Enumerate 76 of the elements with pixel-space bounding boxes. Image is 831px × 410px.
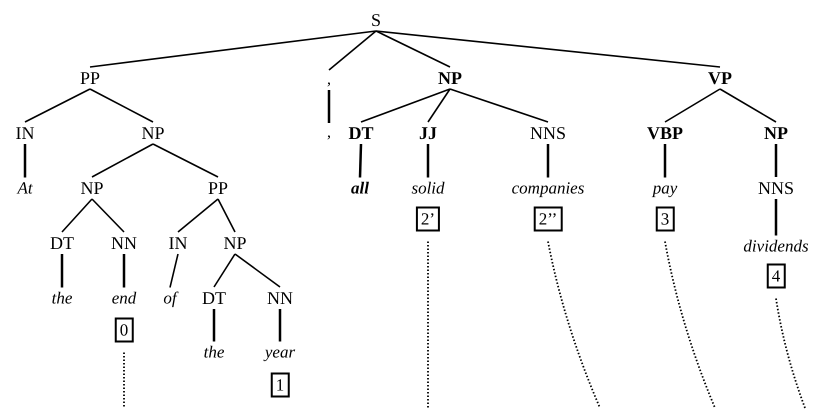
category-label: VBP: [647, 124, 683, 142]
category-label: S: [371, 11, 381, 29]
category-label: NP: [80, 179, 104, 197]
tree-branch: [24, 88, 90, 123]
tree-branch: [278, 309, 282, 342]
category-label: VP: [708, 69, 732, 87]
category-label: PP: [80, 69, 100, 87]
tree-branch: [91, 198, 125, 233]
tree-branch: [376, 30, 450, 68]
tree-branch: [61, 198, 93, 233]
word-label: end: [112, 290, 136, 306]
dotted-line: [123, 352, 125, 408]
word-label: pay: [652, 180, 678, 196]
index-box: 1: [270, 372, 290, 398]
tree-branch: [664, 144, 666, 178]
index-box: 2’: [416, 206, 440, 232]
tree-branch: [358, 144, 362, 178]
word-label: of: [163, 290, 177, 306]
index-box: 2’’: [534, 206, 562, 232]
word-label: companies: [512, 180, 584, 196]
tree-branch: [213, 254, 236, 288]
tree-branch: [122, 254, 126, 288]
category-label: NNS: [530, 124, 566, 142]
word-label: year: [264, 344, 296, 360]
tree-branch: [774, 199, 778, 236]
tree-branch: [360, 88, 450, 123]
category-label: NP: [764, 124, 788, 142]
tree-branch: [90, 30, 376, 68]
index-box: 4: [766, 264, 786, 288]
tree-branch: [169, 254, 179, 288]
punctuation-label: ,: [327, 125, 331, 141]
category-label: NN: [111, 234, 137, 252]
tree-branch: [328, 90, 330, 123]
category-label: IN: [168, 234, 188, 252]
index-box: 3: [656, 206, 674, 232]
tree-branch: [546, 144, 550, 178]
tree-branch: [426, 144, 430, 178]
category-label: PP: [208, 179, 228, 197]
tree-branch: [60, 254, 64, 288]
tree-branch: [450, 88, 548, 123]
category-label: NP: [438, 69, 462, 87]
category-label: NP: [224, 234, 246, 252]
dotted-line: [427, 242, 429, 408]
category-label: NN: [267, 289, 293, 307]
category-label: JJ: [419, 124, 437, 142]
tree-branch: [212, 309, 216, 342]
index-box: 0: [114, 318, 134, 342]
word-label: At: [17, 180, 33, 196]
word-label: dividends: [743, 238, 809, 254]
category-label: DT: [348, 124, 374, 142]
tree-branch: [774, 144, 778, 177]
category-label: IN: [16, 124, 34, 142]
tree-branch: [178, 198, 218, 233]
word-label: the: [52, 290, 72, 306]
dotted-line: [664, 241, 716, 408]
word-label: solid: [411, 180, 445, 196]
dotted-line: [775, 298, 806, 408]
tree-branch: [24, 144, 26, 178]
tree-branch: [720, 88, 776, 123]
category-label: NNS: [758, 179, 794, 197]
tree-branch: [217, 198, 236, 232]
dotted-line: [547, 241, 601, 408]
category-label: DT: [50, 234, 74, 252]
tree-branch: [328, 30, 377, 71]
category-label: DT: [202, 289, 226, 307]
punctuation-label: ,: [327, 72, 331, 88]
word-label: the: [204, 344, 224, 360]
tree-branch: [152, 143, 218, 178]
word-label: all: [351, 180, 369, 196]
tree-branch: [664, 88, 720, 123]
tree-branch: [234, 253, 280, 288]
tree-branch: [90, 88, 154, 123]
tree-branch: [376, 30, 720, 68]
tree-branch: [92, 143, 154, 178]
tree-branch: [427, 88, 451, 122]
category-label: NP: [142, 124, 164, 142]
